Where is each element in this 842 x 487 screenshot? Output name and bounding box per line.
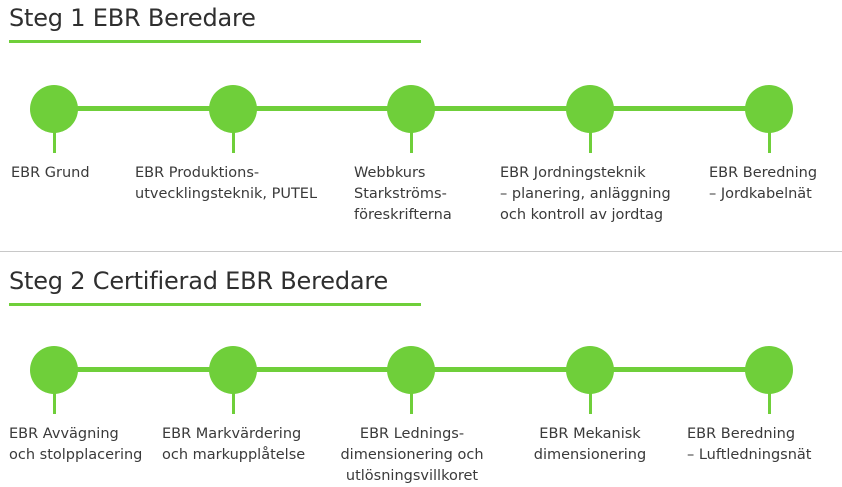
timeline-stem xyxy=(53,390,56,414)
timeline-stem xyxy=(232,390,235,414)
timeline-stem xyxy=(768,390,771,414)
step1-title-underline xyxy=(9,40,421,43)
section-divider xyxy=(0,251,842,252)
timeline-stem xyxy=(768,129,771,153)
timeline-node xyxy=(745,346,793,394)
course-label: EBR Markvärdering och markupplåtelse xyxy=(162,426,306,463)
timeline-stem xyxy=(53,129,56,153)
timeline-node xyxy=(387,85,435,133)
course-label: EBR Grund xyxy=(11,165,90,181)
step2-timeline: EBR Avvägning och stolpplacering EBR Mar… xyxy=(0,342,842,484)
course-label: EBR Produktions- utvecklingsteknik, PUTE… xyxy=(135,165,318,202)
course-label: Webbkurs Starkströms- föreskrifterna xyxy=(354,165,452,223)
step2-title: Steg 2 Certifierad EBR Beredare xyxy=(9,267,389,295)
timeline-node xyxy=(30,85,78,133)
step1-title: Steg 1 EBR Beredare xyxy=(9,4,256,32)
timeline-stem xyxy=(410,390,413,414)
timeline-stem xyxy=(410,129,413,153)
step2-title-underline xyxy=(9,303,421,306)
timeline-stem xyxy=(232,129,235,153)
course-label: EBR Jordningsteknik – planering, anläggn… xyxy=(500,165,671,223)
timeline-stem xyxy=(589,390,592,414)
timeline-node xyxy=(30,346,78,394)
step1-timeline: EBR Grund EBR Produktions- utvecklingste… xyxy=(0,81,842,223)
course-label: EBR Lednings- dimensionering och utlösni… xyxy=(340,426,484,484)
timeline-node xyxy=(566,85,614,133)
timeline-stem xyxy=(589,129,592,153)
timeline-node xyxy=(387,346,435,394)
course-label: EBR Avvägning och stolpplacering xyxy=(9,426,143,463)
timeline-node xyxy=(566,346,614,394)
timeline-node xyxy=(209,346,257,394)
course-label: EBR Beredning – Luftledningsnät xyxy=(687,426,812,463)
timeline-node xyxy=(209,85,257,133)
timeline-node xyxy=(745,85,793,133)
course-label: EBR Beredning – Jordkabelnät xyxy=(709,165,818,202)
course-label: EBR Mekanisk dimensionering xyxy=(533,426,647,463)
